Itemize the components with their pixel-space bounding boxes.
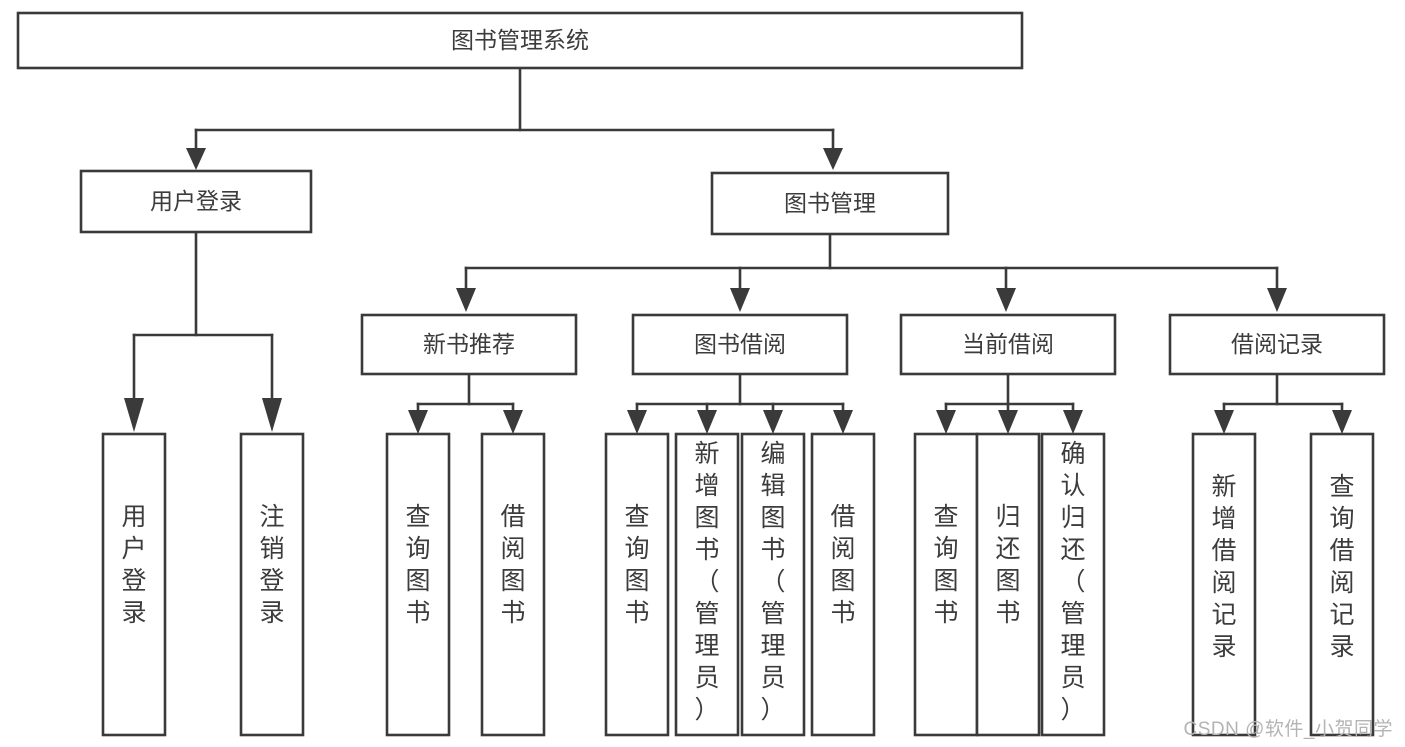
leaf-node[interactable]: 编辑图书（管理员） bbox=[740, 432, 806, 737]
node-book-management-label: 图书管理 bbox=[784, 190, 876, 216]
leaf-node[interactable]: 查询图书 bbox=[385, 432, 451, 737]
leaf-node[interactable]: 查询图书 bbox=[604, 432, 670, 737]
arrow-head-leaf-add-record bbox=[1214, 410, 1234, 434]
node-book-management-box[interactable] bbox=[710, 171, 950, 236]
node-user-login-box[interactable] bbox=[79, 169, 313, 234]
leaf-query-record-box[interactable] bbox=[1309, 432, 1375, 737]
leaf-node[interactable]: 查询借阅记录 bbox=[1309, 432, 1375, 737]
node-book-borrow-label: 图书借阅 bbox=[694, 331, 786, 357]
leaf-borrow-book-2-box[interactable] bbox=[810, 432, 876, 737]
leaf-add-record-label: 新增借阅记录 bbox=[1211, 473, 1236, 661]
leaf-query-book-2-box[interactable] bbox=[604, 432, 670, 737]
arrow-head-leaf-query-book-3 bbox=[936, 410, 956, 434]
node-borrow-record-box[interactable] bbox=[1168, 313, 1386, 376]
node-new-book-recommend[interactable]: 新书推荐 bbox=[360, 313, 578, 376]
leaf-edit-book-box[interactable] bbox=[740, 432, 806, 737]
leaf-add-book-label: 新增图书（管理员） bbox=[694, 440, 719, 724]
leaf-query-book-3-box[interactable] bbox=[913, 432, 979, 737]
node-borrow-record-label: 借阅记录 bbox=[1231, 331, 1323, 357]
leaf-node[interactable]: 借阅图书 bbox=[810, 432, 876, 737]
leaf-query-book-3-label: 查询图书 bbox=[933, 503, 958, 627]
node-user-login-label: 用户登录 bbox=[150, 188, 242, 214]
arrow-head-leaf-query-book-2 bbox=[627, 410, 647, 434]
leaf-node[interactable]: 新增借阅记录 bbox=[1191, 432, 1257, 737]
leaf-user-login-label: 用户登录 bbox=[121, 503, 146, 627]
leaf-confirm-return-box[interactable] bbox=[1040, 432, 1106, 737]
leaf-add-book-box[interactable] bbox=[674, 432, 740, 737]
arrow-head-leaf-borrow-book-2 bbox=[833, 410, 853, 434]
leaf-node[interactable]: 借阅图书 bbox=[480, 432, 546, 737]
arrow-head-user-login bbox=[186, 148, 206, 170]
arrow-head-borrow-record bbox=[1267, 288, 1287, 312]
node-user-login[interactable]: 用户登录 bbox=[79, 169, 313, 234]
leaf-logout-label: 注销登录 bbox=[259, 503, 284, 627]
connector-layer bbox=[124, 66, 1352, 434]
node-book-borrow-box[interactable] bbox=[631, 313, 849, 376]
arrow-head-book-borrow bbox=[730, 288, 750, 312]
node-root-label: 图书管理系统 bbox=[451, 27, 589, 53]
leaf-node[interactable]: 新增图书（管理员） bbox=[674, 432, 740, 737]
leaf-query-book-2-label: 查询图书 bbox=[624, 503, 649, 627]
leaf-node[interactable]: 注销登录 bbox=[239, 432, 305, 737]
leaf-edit-book-label: 编辑图书（管理员） bbox=[760, 440, 785, 724]
node-book-management[interactable]: 图书管理 bbox=[710, 171, 950, 236]
leaf-user-login-box[interactable] bbox=[101, 432, 167, 737]
arrow-head-leaf-user-login bbox=[124, 398, 144, 432]
arrow-head-new-book-recommend bbox=[456, 288, 476, 312]
leaf-add-record-box[interactable] bbox=[1191, 432, 1257, 737]
arrow-head-leaf-query-book-1 bbox=[408, 410, 428, 434]
node-new-book-recommend-label: 新书推荐 bbox=[423, 331, 515, 357]
leaf-query-book-1-label: 查询图书 bbox=[405, 503, 430, 627]
node-book-borrow[interactable]: 图书借阅 bbox=[631, 313, 849, 376]
arrow-head-leaf-return-book bbox=[998, 410, 1018, 434]
arrow-head-leaf-logout bbox=[262, 398, 282, 432]
leaf-node[interactable]: 确认归还（管理员） bbox=[1040, 432, 1106, 737]
arrow-head-current-borrow bbox=[996, 288, 1016, 312]
leaf-borrow-book-2-label: 借阅图书 bbox=[830, 503, 855, 627]
arrow-head-leaf-add-book bbox=[697, 410, 717, 434]
leaf-borrow-book-1-label: 借阅图书 bbox=[500, 503, 525, 627]
leaf-borrow-book-1-box[interactable] bbox=[480, 432, 546, 737]
node-current-borrow[interactable]: 当前借阅 bbox=[899, 313, 1117, 376]
node-current-borrow-label: 当前借阅 bbox=[962, 331, 1054, 357]
leaf-query-record-label: 查询借阅记录 bbox=[1329, 473, 1354, 661]
node-new-book-recommend-box[interactable] bbox=[360, 313, 578, 376]
leaf-confirm-return-label: 确认归还（管理员） bbox=[1060, 440, 1085, 724]
leaf-node[interactable]: 查询图书 bbox=[913, 432, 979, 737]
node-root-box[interactable] bbox=[16, 11, 1024, 70]
arrow-head-leaf-borrow-book-1 bbox=[503, 410, 523, 434]
leaf-node[interactable]: 归还图书 bbox=[975, 432, 1041, 737]
leaf-query-book-1-box[interactable] bbox=[385, 432, 451, 737]
node-borrow-record[interactable]: 借阅记录 bbox=[1168, 313, 1386, 376]
arrow-head-leaf-edit-book bbox=[763, 410, 783, 434]
leaf-return-book-label: 归还图书 bbox=[995, 503, 1020, 627]
leaf-logout-box[interactable] bbox=[239, 432, 305, 737]
node-root[interactable]: 图书管理系统 bbox=[16, 11, 1024, 70]
node-current-borrow-box[interactable] bbox=[899, 313, 1117, 376]
arrow-head-leaf-confirm-return bbox=[1063, 410, 1083, 434]
arrow-head-leaf-query-record bbox=[1332, 410, 1352, 434]
leaf-node[interactable]: 用户登录 bbox=[101, 432, 167, 737]
leaf-return-book-box[interactable] bbox=[975, 432, 1041, 737]
arrow-head-book-management bbox=[823, 148, 843, 170]
